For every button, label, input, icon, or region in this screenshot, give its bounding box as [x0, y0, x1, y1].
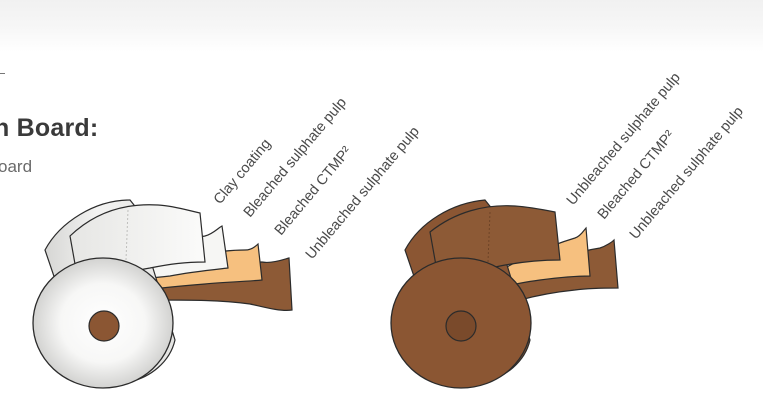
right-roll: [391, 200, 618, 388]
left-layer-labels: Clay coating Bleached sulphate pulp Blea…: [211, 95, 423, 263]
right-layer-labels: Unbleached sulphate pulp Bleached CTMP² …: [564, 70, 747, 243]
left-roll-core: [89, 311, 119, 341]
right-roll-core: [446, 311, 476, 341]
left-roll: [33, 200, 292, 388]
